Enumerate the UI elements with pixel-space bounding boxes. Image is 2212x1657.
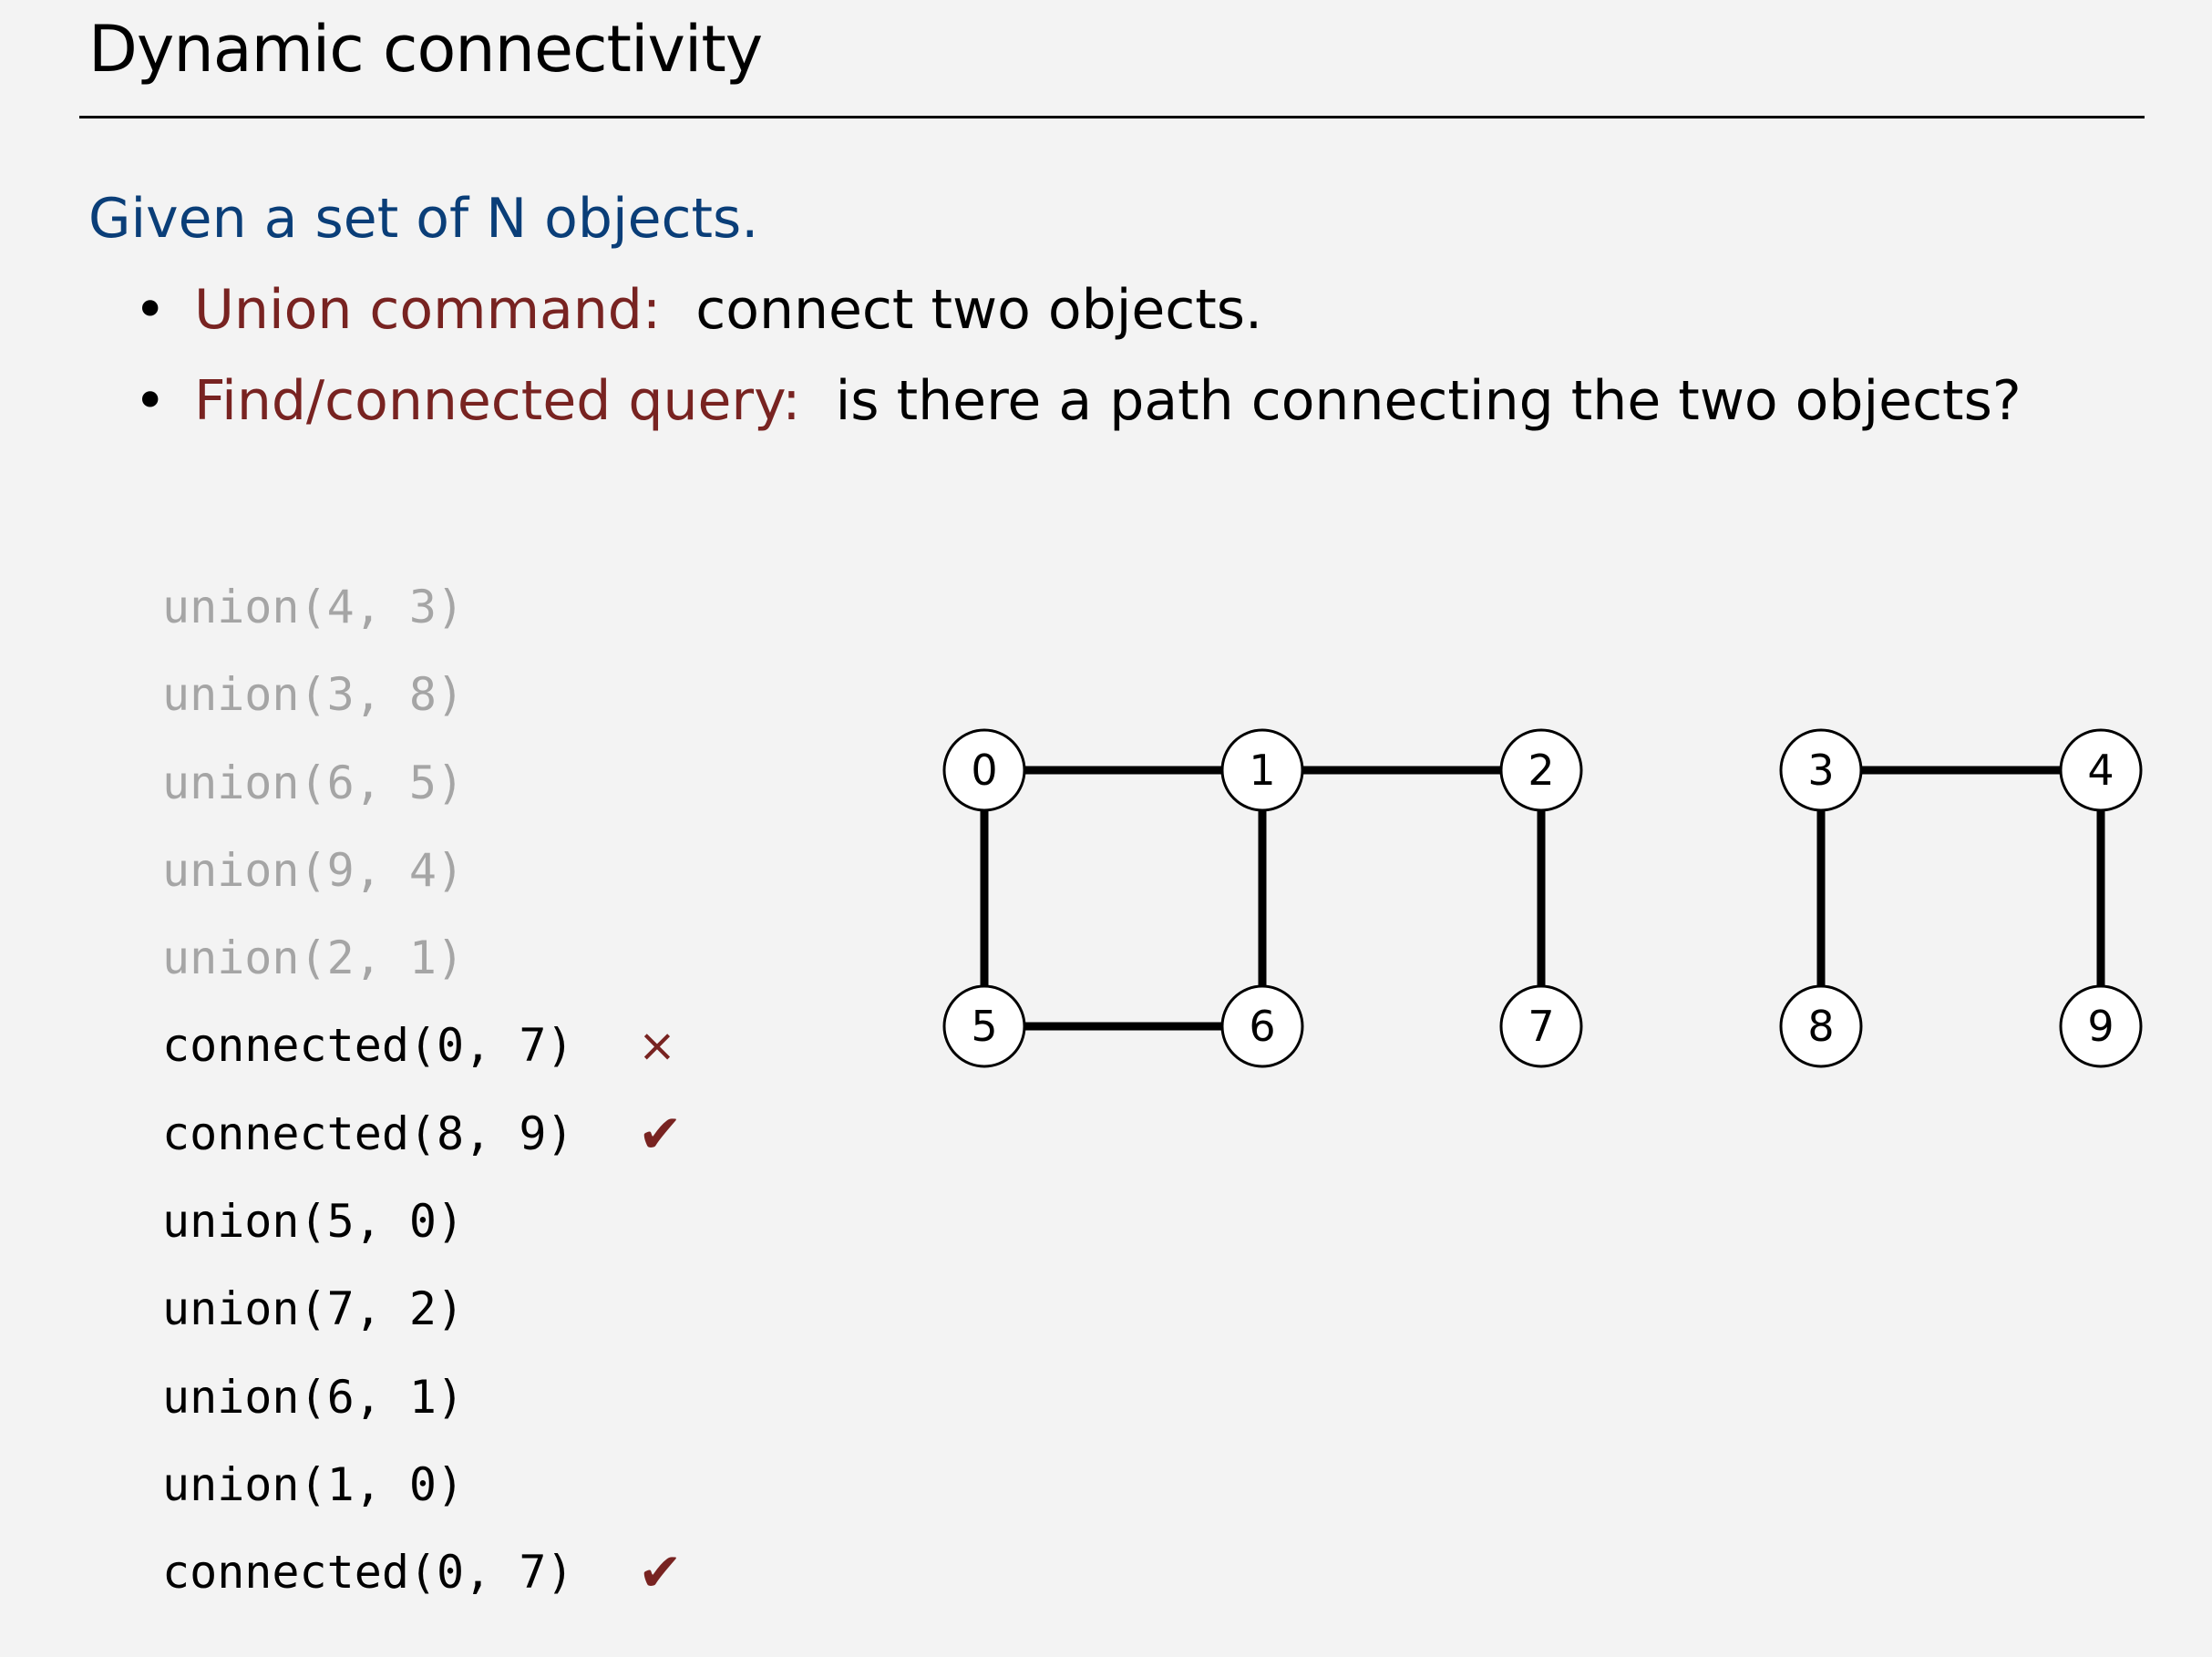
bullet-term: Find/connected query: <box>194 369 801 433</box>
node-label: 1 <box>1249 746 1275 795</box>
operation-row: union(6, 5) <box>162 739 574 827</box>
operation-row: union(3, 8) <box>162 651 574 738</box>
node-label: 2 <box>1528 746 1554 795</box>
node-circle <box>1779 984 1863 1068</box>
check-icon: ✔ <box>638 1102 683 1165</box>
node-label: 3 <box>1807 746 1834 795</box>
check-icon: ✔ <box>638 1541 683 1604</box>
operation-list: union(4, 3) union(3, 8) union(6, 5) union(9… <box>162 563 683 1617</box>
bullet-union: • Union command: connect two objects. <box>134 273 1262 346</box>
bullet-term: Union command: <box>194 278 662 342</box>
operation-call: union(5, 0) <box>162 1195 465 1249</box>
node-circle <box>1220 728 1304 812</box>
bullet-dot-icon: • <box>134 369 167 433</box>
node-circle <box>1220 984 1304 1068</box>
intro-text: Given a set of N objects. <box>88 187 759 251</box>
graph-node: 8 <box>1779 984 1863 1068</box>
page-title: Dynamic connectivity <box>88 12 763 87</box>
graph-node: 5 <box>942 984 1026 1068</box>
operation-row: union(1, 0) <box>162 1441 574 1528</box>
operation-row: connected(8, 9) ✔ <box>162 1090 683 1178</box>
operation-call: union(9, 4) <box>162 843 465 897</box>
graph-node: 1 <box>1220 728 1304 812</box>
node-label: 5 <box>971 1002 997 1051</box>
operation-row: union(9, 4) <box>162 827 574 914</box>
graph-node: 0 <box>942 728 1026 812</box>
operation-call: union(2, 1) <box>162 931 465 985</box>
operation-call: connected(0, 7) <box>162 1019 574 1073</box>
bullet-find: • Find/connected query: is there a path c… <box>134 365 2022 437</box>
bullet-text: is there a path connecting the two objec… <box>835 369 2022 433</box>
operation-call: connected(0, 7) <box>162 1546 574 1600</box>
operation-row: union(5, 0) <box>162 1178 574 1265</box>
operation-call: connected(8, 9) <box>162 1106 574 1160</box>
operation-row: union(6, 1) <box>162 1353 574 1441</box>
node-label: 8 <box>1807 1002 1834 1051</box>
node-circle <box>942 728 1026 812</box>
graph-node: 9 <box>2059 984 2143 1068</box>
operation-row: connected(0, 7) ✔ <box>162 1528 683 1616</box>
graph-node: 6 <box>1220 984 1304 1068</box>
operation-call: union(3, 8) <box>162 668 465 722</box>
operation-row: connected(0, 7) × <box>162 1002 676 1089</box>
node-circle <box>2059 984 2143 1068</box>
node-label: 7 <box>1528 1002 1554 1051</box>
node-label: 6 <box>1249 1002 1275 1051</box>
node-circle <box>1499 728 1583 812</box>
node-label: 9 <box>2087 1002 2114 1051</box>
node-circle <box>942 984 1026 1068</box>
title-divider <box>79 116 2145 118</box>
node-circle <box>1779 728 1863 812</box>
bullet-text: connect two objects. <box>695 278 1263 342</box>
operation-row: union(7, 2) <box>162 1265 574 1353</box>
graph-node: 7 <box>1499 984 1583 1068</box>
operation-call: union(6, 5) <box>162 756 465 809</box>
node-circle <box>2059 728 2143 812</box>
operation-call: union(1, 0) <box>162 1457 465 1511</box>
node-label: 0 <box>971 746 997 795</box>
graph-node: 4 <box>2059 728 2143 812</box>
cross-icon: × <box>638 1019 676 1073</box>
operation-call: union(4, 3) <box>162 581 465 633</box>
graph-node: 3 <box>1779 728 1863 812</box>
operation-call: union(7, 2) <box>162 1282 465 1336</box>
node-circle <box>1499 984 1583 1068</box>
operation-row: union(4, 3) <box>162 563 574 651</box>
node-label: 4 <box>2087 746 2114 795</box>
operation-call: union(6, 1) <box>162 1370 465 1424</box>
graph-node: 2 <box>1499 728 1583 812</box>
operation-row: union(2, 1) <box>162 914 574 1002</box>
bullet-dot-icon: • <box>134 278 167 342</box>
